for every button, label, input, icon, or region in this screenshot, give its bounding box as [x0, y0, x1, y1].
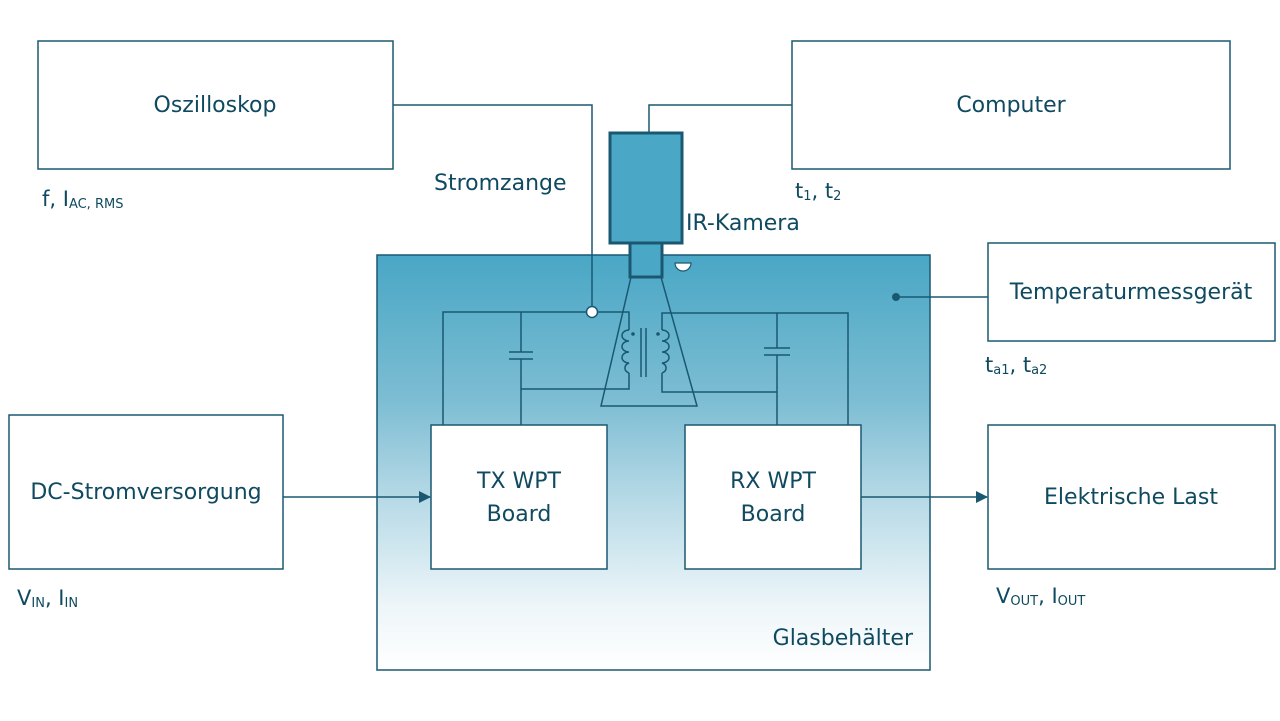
input-measurement: VIN, IIN: [17, 586, 78, 611]
temperatur-measurement: ta1, ta2: [985, 353, 1047, 378]
stromzange-wire: [393, 104, 593, 312]
tx-board-label-2: Board: [487, 502, 552, 527]
output-measurement: VOUT, IOUT: [996, 584, 1085, 609]
rx-resonant-circuit: [661, 312, 849, 425]
computer-measurement: t1, t2: [795, 179, 841, 204]
tx-board: [430, 424, 608, 570]
oszilloskop-box: [37, 40, 394, 170]
camera-computer-wire: [648, 104, 792, 133]
tx-board-label: TX WPT: [476, 469, 562, 494]
rx-board: [684, 424, 862, 570]
rx-coil-dot: [656, 332, 660, 336]
tx-resonant-circuit: [442, 311, 647, 425]
temperatur-probe-dot: [892, 293, 900, 301]
rx-board-label-2: Board: [741, 502, 806, 527]
computer-label: Computer: [956, 93, 1066, 118]
ir-camera-body: [608, 131, 684, 245]
rx-board-label: RX WPT: [730, 469, 816, 494]
temperatur-label: Temperaturmessgerät: [1009, 280, 1253, 305]
dc-supply-box: [8, 414, 284, 570]
camera-view-cone: [600, 276, 698, 407]
computer-box: [791, 40, 1231, 170]
ir-camera-lens: [628, 241, 664, 279]
temperature-sensor-icon: [674, 262, 692, 272]
load-box: [987, 424, 1276, 570]
stromzange-clamp-point: [585, 305, 599, 319]
tx-coil-dot: [631, 332, 635, 336]
temperatur-box: [987, 242, 1276, 342]
ir-kamera-label: IR-Kamera: [686, 211, 800, 236]
load-label: Elektrische Last: [1044, 485, 1218, 510]
oszi-measurement: f, IAC, RMS: [42, 187, 123, 212]
dc-supply-label: DC-Stromversorgung: [30, 480, 261, 505]
oszilloskop-label: Oszilloskop: [154, 93, 277, 118]
glasbehaelter-label: Glasbehälter: [773, 626, 914, 651]
stromzange-label: Stromzange: [434, 171, 567, 196]
